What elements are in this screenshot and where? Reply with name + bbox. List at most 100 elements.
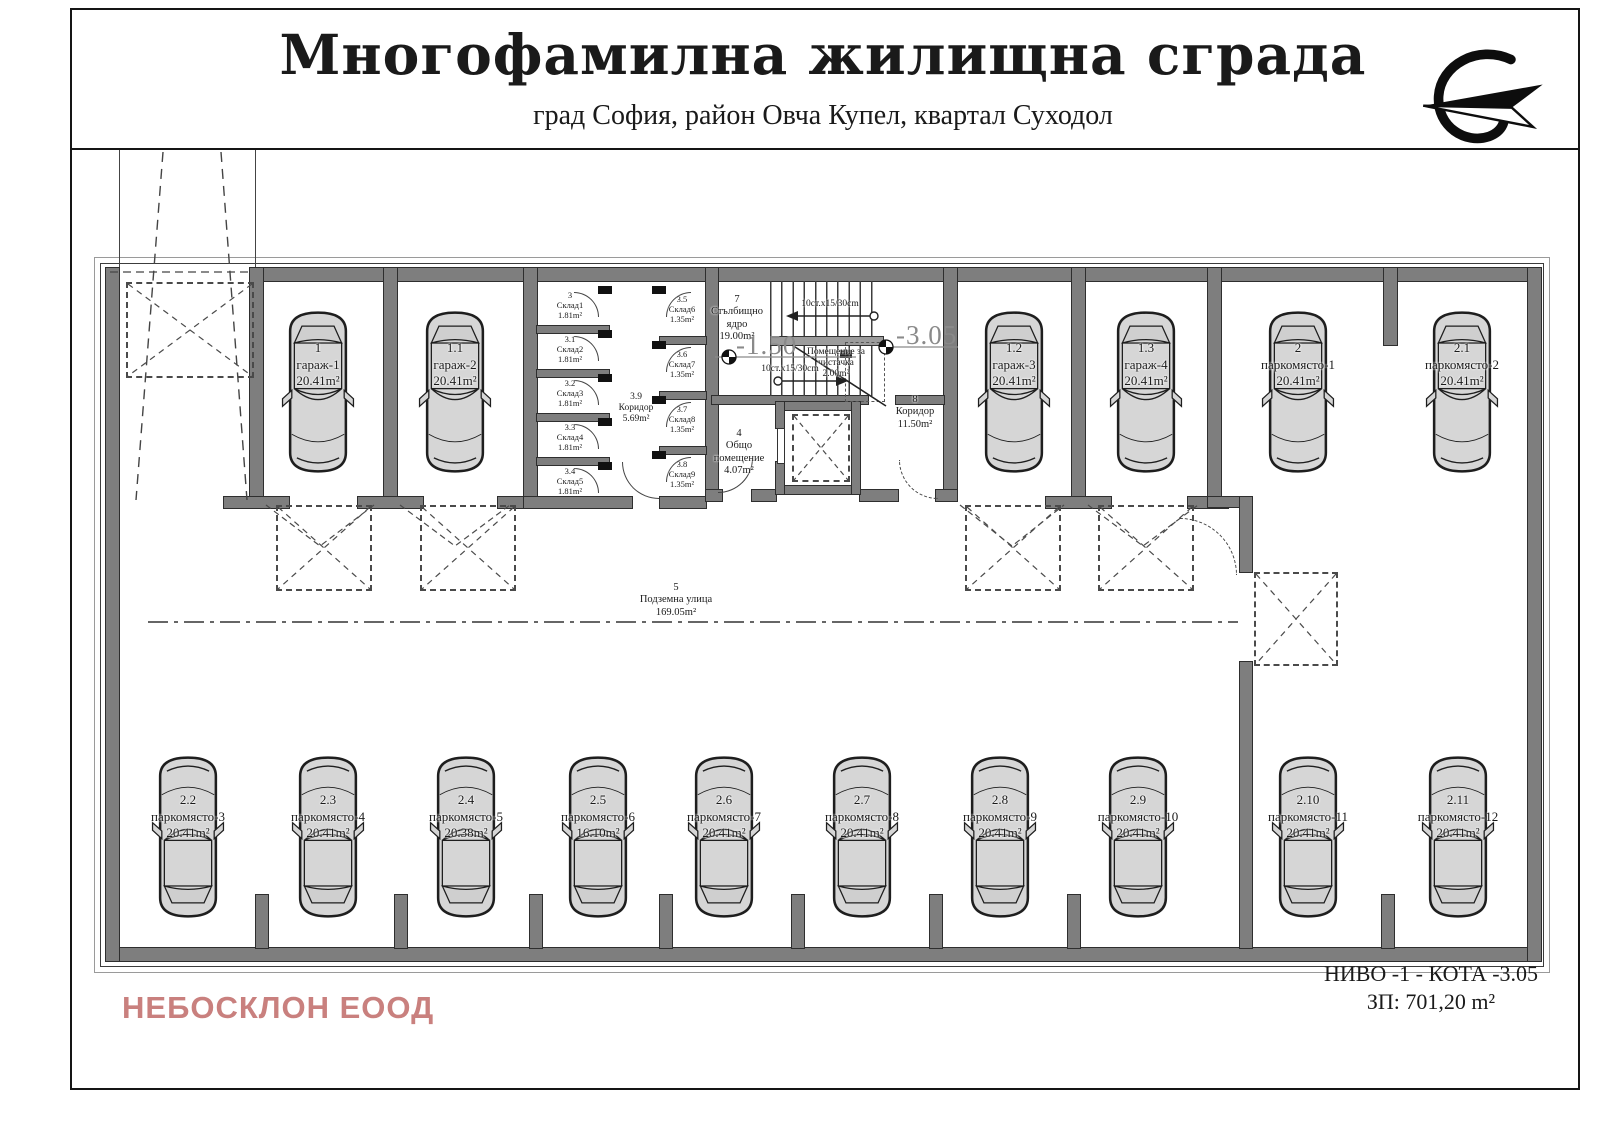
wall — [792, 895, 804, 948]
wall — [524, 497, 632, 508]
stair-flight-label: 10ст.x15/30cm — [801, 299, 859, 309]
ramp-wall — [255, 150, 256, 270]
level-info: НИВО -1 - КОТА -3.05 ЗП: 701,20 m² — [1300, 960, 1562, 1015]
wall — [106, 948, 1541, 961]
car-icon — [1260, 296, 1336, 488]
wall — [660, 895, 672, 948]
wall — [1072, 268, 1085, 500]
wall — [660, 497, 706, 508]
company-name: НЕБОСКЛОН ЕООД — [122, 990, 435, 1025]
elevation-mark-lower: -3.05 — [896, 320, 958, 350]
driveway-marking — [1098, 505, 1194, 591]
ramp-wall — [119, 150, 120, 270]
wall — [1240, 497, 1252, 572]
driveway-marking — [126, 282, 254, 378]
wall — [537, 414, 609, 421]
door — [598, 286, 612, 294]
building-outline — [100, 263, 1544, 967]
wall — [106, 268, 119, 961]
wall — [1528, 268, 1541, 961]
wall — [256, 895, 268, 948]
car-icon — [1108, 296, 1184, 488]
wall — [530, 895, 542, 948]
wall — [250, 268, 1541, 281]
stair-flight-label: 10ст.x15/30cm — [761, 364, 819, 374]
page-title: Многофамилна жилищна сграда — [279, 22, 1367, 87]
wall — [384, 268, 397, 500]
wall — [1384, 268, 1397, 345]
door — [598, 418, 612, 426]
car-icon — [417, 296, 493, 488]
door-jamb — [358, 497, 423, 508]
elevation-mark-upper: -1.50 — [736, 330, 798, 360]
wall — [1208, 268, 1221, 500]
wall — [537, 458, 609, 465]
car-icon — [1424, 296, 1500, 488]
door — [598, 374, 612, 382]
wall — [524, 268, 537, 500]
wall — [1068, 895, 1080, 948]
excavation-outline — [94, 257, 1550, 973]
car-icon — [976, 296, 1052, 488]
door — [652, 396, 666, 404]
wall — [706, 268, 718, 500]
company-logo-icon — [1422, 49, 1543, 144]
wall — [712, 396, 868, 404]
wall — [660, 447, 706, 454]
door — [652, 341, 666, 349]
door-jamb — [1046, 497, 1111, 508]
door — [598, 330, 612, 338]
built-area: ЗП: 701,20 m² — [1366, 988, 1496, 1014]
wall — [537, 370, 609, 377]
wall — [537, 326, 609, 333]
elevator-wall — [776, 402, 860, 410]
level-title: НИВО -1 - КОТА -3.05 — [1323, 961, 1539, 986]
car-icon — [280, 296, 356, 488]
wall — [395, 895, 407, 948]
elevator-shaft-marking — [792, 414, 850, 482]
door — [652, 451, 666, 459]
driveway-marking — [276, 505, 372, 591]
wall — [936, 490, 957, 501]
elevator-wall — [776, 486, 860, 494]
elevator-door — [777, 428, 785, 464]
door-jamb — [224, 497, 289, 508]
wall — [1382, 895, 1394, 948]
door — [652, 286, 666, 294]
